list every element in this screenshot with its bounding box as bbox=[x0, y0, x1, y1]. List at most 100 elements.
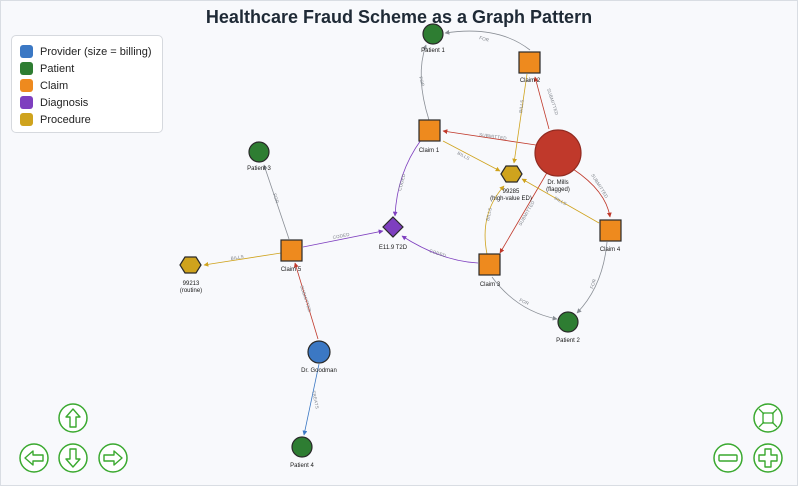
legend-swatch-provider bbox=[20, 45, 33, 58]
edge-mills-claim2: SUBMITTED bbox=[533, 76, 560, 130]
edge-claim1-patient1: FOR bbox=[418, 44, 430, 121]
edge-claim4-99285: BILLS bbox=[521, 178, 600, 224]
minus-icon bbox=[718, 454, 738, 462]
edge-label-coded: CODED bbox=[429, 248, 447, 258]
node-procedure-99213[interactable]: 99213 (routine) bbox=[179, 256, 202, 294]
node-claim-2[interactable]: Claim 2 bbox=[518, 51, 541, 84]
node-label: Claim 4 bbox=[600, 247, 621, 253]
edge-claim2-99285: BILLS bbox=[512, 73, 528, 164]
legend-label: Procedure bbox=[40, 113, 91, 126]
node-claim-5[interactable]: Claim 5 bbox=[280, 239, 303, 273]
edge-claim5-e119: CODED bbox=[302, 229, 384, 248]
node-label: Patient 3 bbox=[247, 166, 271, 172]
node-label: (high-value ED) bbox=[490, 196, 532, 202]
legend-label: Provider (size = billing) bbox=[40, 45, 152, 58]
node-label: Patient 1 bbox=[421, 48, 445, 54]
edge-goodman-claim5: SUBMITTED bbox=[293, 262, 319, 340]
node-label: Claim 3 bbox=[480, 282, 501, 288]
edge-label-for: FOR bbox=[519, 297, 531, 306]
edge-label-bills: BILLS bbox=[485, 207, 493, 221]
edge-label-for: FOR bbox=[589, 278, 597, 290]
edge-label-for: FOR bbox=[272, 193, 280, 205]
zoom-in-button[interactable] bbox=[753, 443, 783, 473]
legend-swatch-claim bbox=[20, 79, 33, 92]
node-label: Dr. Mills bbox=[547, 180, 568, 186]
edge-claim1-e119: CODED bbox=[392, 139, 422, 217]
legend-label: Claim bbox=[40, 79, 69, 92]
node-label: Claim 5 bbox=[281, 267, 302, 273]
legend-label: Patient bbox=[40, 62, 75, 75]
node-label: Claim 1 bbox=[419, 148, 440, 154]
node-patient-3[interactable]: Patient 3 bbox=[247, 141, 272, 172]
node-dr-goodman[interactable]: Dr. Goodman bbox=[301, 340, 337, 374]
node-dr-mills[interactable]: Dr. Mills (flagged) bbox=[534, 129, 582, 193]
fit-view-button[interactable] bbox=[753, 403, 783, 433]
node-label: E11.9 T2D bbox=[379, 245, 408, 251]
legend-item-claim: Claim bbox=[20, 77, 156, 94]
edge-label-for: FOR bbox=[479, 35, 491, 43]
up-arrow-icon bbox=[65, 408, 81, 428]
node-label: Patient 2 bbox=[556, 338, 580, 344]
edge-label-bills: BILLS bbox=[554, 196, 568, 207]
legend-swatch-procedure bbox=[20, 113, 33, 126]
pan-left-button[interactable] bbox=[19, 443, 49, 473]
legend-item-provider: Provider (size = billing) bbox=[20, 43, 156, 60]
edge-mills-claim3: SUBMITTED bbox=[499, 170, 549, 254]
edge-label-submitted: SUBMITTED bbox=[479, 132, 508, 141]
edge-label-bills: BILLS bbox=[230, 254, 244, 261]
node-procedure-99285[interactable]: 99285 (high-value ED) bbox=[490, 165, 532, 202]
diagram-title: Healthcare Fraud Scheme as a Graph Patte… bbox=[205, 7, 593, 27]
edge-label-for: FOR bbox=[418, 76, 426, 88]
node-label: (flagged) bbox=[546, 187, 570, 193]
node-diagnosis-e119[interactable]: E11.9 T2D bbox=[379, 216, 408, 251]
node-label: Patient 4 bbox=[290, 463, 314, 469]
node-label: Claim 2 bbox=[520, 78, 541, 84]
plus-icon bbox=[758, 448, 778, 468]
node-claim-1[interactable]: Claim 1 bbox=[418, 119, 441, 154]
edge-label-submitted: SUBMITTED bbox=[590, 173, 609, 200]
pan-down-button[interactable] bbox=[58, 443, 88, 473]
node-label: 99285 bbox=[503, 189, 520, 195]
edge-label-bills: BILLS bbox=[518, 99, 525, 113]
edge-claim2-patient1: FOR bbox=[444, 29, 531, 51]
edge-claim3-patient2: FOR bbox=[491, 276, 558, 321]
edge-claim5-99213: BILLS bbox=[203, 252, 282, 267]
down-arrow-icon bbox=[65, 448, 81, 468]
node-patient-1[interactable]: Patient 1 bbox=[421, 23, 446, 54]
node-patient-4[interactable]: Patient 4 bbox=[290, 436, 315, 469]
edge-label-coded: CODED bbox=[332, 232, 350, 240]
fit-view-icon bbox=[758, 408, 778, 428]
legend-swatch-diagnosis bbox=[20, 96, 33, 109]
legend: Provider (size = billing) Patient Claim … bbox=[11, 35, 163, 133]
pan-right-button[interactable] bbox=[98, 443, 128, 473]
left-arrow-icon bbox=[24, 450, 44, 466]
pan-up-button[interactable] bbox=[58, 403, 88, 433]
edge-claim3-99285: BILLS bbox=[484, 185, 505, 255]
zoom-out-button[interactable] bbox=[713, 443, 743, 473]
edge-mills-claim1: SUBMITTED bbox=[442, 129, 537, 146]
node-label: 99213 bbox=[183, 281, 200, 287]
edge-goodman-patient4: TREATS bbox=[302, 363, 320, 436]
right-arrow-icon bbox=[103, 450, 123, 466]
node-label: Dr. Goodman bbox=[301, 368, 337, 374]
edge-label-treats: TREATS bbox=[311, 390, 320, 409]
edge-label-submitted: SUBMITTED bbox=[546, 88, 560, 117]
edge-claim1-99285: BILLS bbox=[442, 140, 501, 172]
edge-claim3-e119: CODED bbox=[401, 235, 479, 264]
node-claim-4[interactable]: Claim 4 bbox=[599, 219, 622, 253]
edge-claim5-patient3: FOR bbox=[263, 164, 290, 240]
legend-swatch-patient bbox=[20, 62, 33, 75]
edge-mills-claim4: SUBMITTED bbox=[572, 168, 612, 218]
legend-item-diagnosis: Diagnosis bbox=[20, 94, 156, 111]
node-patient-2[interactable]: Patient 2 bbox=[556, 311, 581, 344]
edge-label-bills: BILLS bbox=[457, 150, 471, 161]
legend-label: Diagnosis bbox=[40, 96, 89, 109]
edge-label-submitted: SUBMITTED bbox=[299, 285, 313, 314]
edge-label-coded: CODED bbox=[397, 173, 406, 191]
legend-item-patient: Patient bbox=[20, 60, 156, 77]
legend-item-procedure: Procedure bbox=[20, 111, 156, 128]
node-claim-3[interactable]: Claim 3 bbox=[478, 253, 501, 288]
edge-label-submitted: SUBMITTED bbox=[518, 199, 537, 226]
